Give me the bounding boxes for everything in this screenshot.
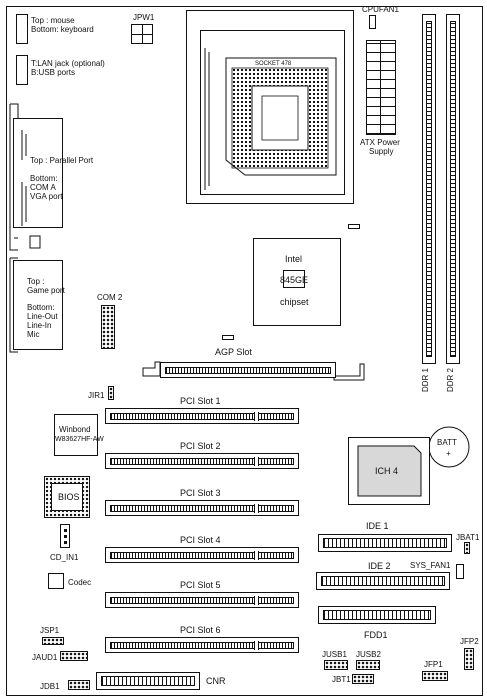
pci-slot-5 <box>105 592 299 608</box>
jbat1-header <box>464 542 470 554</box>
cd-in1-label: CD_IN1 <box>50 553 79 562</box>
jir1-header <box>108 386 114 400</box>
pci-slot-4 <box>105 547 299 563</box>
codec-chip <box>48 573 64 589</box>
lan-top-label: T:LAN jack (optional) <box>31 59 105 68</box>
parallel-bottom-label-3: VGA port <box>30 192 63 201</box>
ddr1-slot <box>422 14 436 364</box>
pci6-label: PCI Slot 6 <box>180 625 221 635</box>
com2-label: COM 2 <box>97 293 123 302</box>
northbridge-label-3: chipset <box>280 297 309 307</box>
jusb2-header <box>356 660 380 670</box>
mouse-kb-top-label: Top : mouse <box>31 16 75 25</box>
ps2-port-block <box>16 14 28 44</box>
jaud1-label: JAUD1 <box>32 653 58 662</box>
jfp2-label: JFP2 <box>460 637 479 646</box>
winbond-label-1: Winbond <box>59 425 91 434</box>
cd-in1-connector <box>60 524 70 548</box>
ddr1-label: DDR 1 <box>421 367 430 392</box>
batt-plus-label: + <box>446 449 451 458</box>
jfp1-label: JFP1 <box>424 660 443 669</box>
winbond-chip <box>54 414 98 456</box>
game-bottom-label-2: Line-Out <box>27 312 58 321</box>
jfp1-header <box>422 671 448 681</box>
pci5-label: PCI Slot 5 <box>180 580 221 590</box>
ich4-label: ICH 4 <box>375 466 399 476</box>
fdd1-label: FDD1 <box>364 630 388 640</box>
codec-label: Codec <box>68 578 92 587</box>
jdb1-header <box>68 680 90 690</box>
pci2-label: PCI Slot 2 <box>180 441 221 451</box>
jsp1-label: JSP1 <box>40 626 60 635</box>
game-audio-frame <box>13 260 63 350</box>
northbridge-label-1: Intel <box>285 254 303 264</box>
atx-label-1: ATX Power <box>360 138 400 147</box>
bios-chip <box>51 483 83 511</box>
small-jumper-top <box>348 224 360 229</box>
pci1-label: PCI Slot 1 <box>180 396 221 406</box>
jbt1-header <box>352 674 374 684</box>
agp-label: AGP Slot <box>215 347 252 357</box>
fdd1-connector <box>318 606 436 624</box>
mouse-kb-bottom-label: Bottom: keyboard <box>31 25 94 34</box>
com2-header <box>101 305 115 349</box>
cpufan1-connector <box>369 15 376 29</box>
parallel-bottom-label-1: Bottom: <box>30 174 58 183</box>
pci-slot-6 <box>105 637 299 653</box>
game-bottom-label-3: Line-In <box>27 321 52 330</box>
game-top-label-2: Game port <box>27 286 65 295</box>
pci-slot-1 <box>105 408 299 424</box>
game-bottom-label-1: Bottom: <box>27 303 55 312</box>
ide1-label: IDE 1 <box>366 521 389 531</box>
parallel-top-label: Top : Parallel Port <box>30 156 94 165</box>
jir1-label: JIR1 <box>88 391 105 400</box>
pci4-label: PCI Slot 4 <box>180 535 221 545</box>
ddr2-slot <box>446 14 460 364</box>
parallel-bottom-label-2: COM A <box>30 183 56 192</box>
jsp1-header <box>42 637 64 645</box>
ide1-connector <box>318 534 452 552</box>
jusb1-header <box>324 660 348 670</box>
cpu-socket-body <box>200 30 345 195</box>
lan-usb-block <box>16 55 28 85</box>
atx-power-divider <box>380 40 381 135</box>
agp-jumper <box>222 335 234 340</box>
jpw1-label: JPW1 <box>133 13 155 22</box>
jbat1-label: JBAT1 <box>456 533 480 542</box>
pci3-label: PCI Slot 3 <box>180 488 221 498</box>
jusb2-label: JUSB2 <box>356 650 381 659</box>
jpw1-connector <box>131 24 153 44</box>
jfp2-header <box>464 648 474 670</box>
cnr-slot <box>96 672 200 690</box>
ide2-label: IDE 2 <box>368 561 391 571</box>
game-top-label-1: Top : <box>27 277 45 286</box>
northbridge-label-2: 845GE <box>280 275 309 285</box>
lan-bottom-label: B:USB ports <box>31 68 76 77</box>
bios-label: BIOS <box>58 492 80 502</box>
jbt1-label: JBT1 <box>332 675 351 684</box>
jdb1-label: JDB1 <box>40 682 60 691</box>
batt-label: BATT <box>437 438 457 447</box>
atx-label-2: Supply <box>369 147 394 156</box>
pci-slot-3 <box>105 500 299 516</box>
atx-power-connector <box>366 40 396 135</box>
northbridge-die <box>283 270 305 288</box>
agp-slot <box>160 362 336 378</box>
cpufan1-label: CPUFAN1 <box>362 5 399 14</box>
cnr-label: CNR <box>206 676 226 686</box>
ide2-connector <box>316 572 450 590</box>
winbond-label-2: W83627HF-AW <box>55 436 104 443</box>
sys-fan1-label: SYS_FAN1 <box>410 561 451 570</box>
sys-fan1-connector <box>456 564 464 579</box>
jusb1-label: JUSB1 <box>322 650 347 659</box>
cpu-socket-text: SOCKET 478 <box>255 61 292 67</box>
ddr2-label: DDR 2 <box>446 367 455 392</box>
parallel-port-frame <box>13 118 63 228</box>
game-bottom-label-4: Mic <box>27 330 40 339</box>
pci-slot-2 <box>105 453 299 469</box>
jaud1-header <box>60 651 88 661</box>
